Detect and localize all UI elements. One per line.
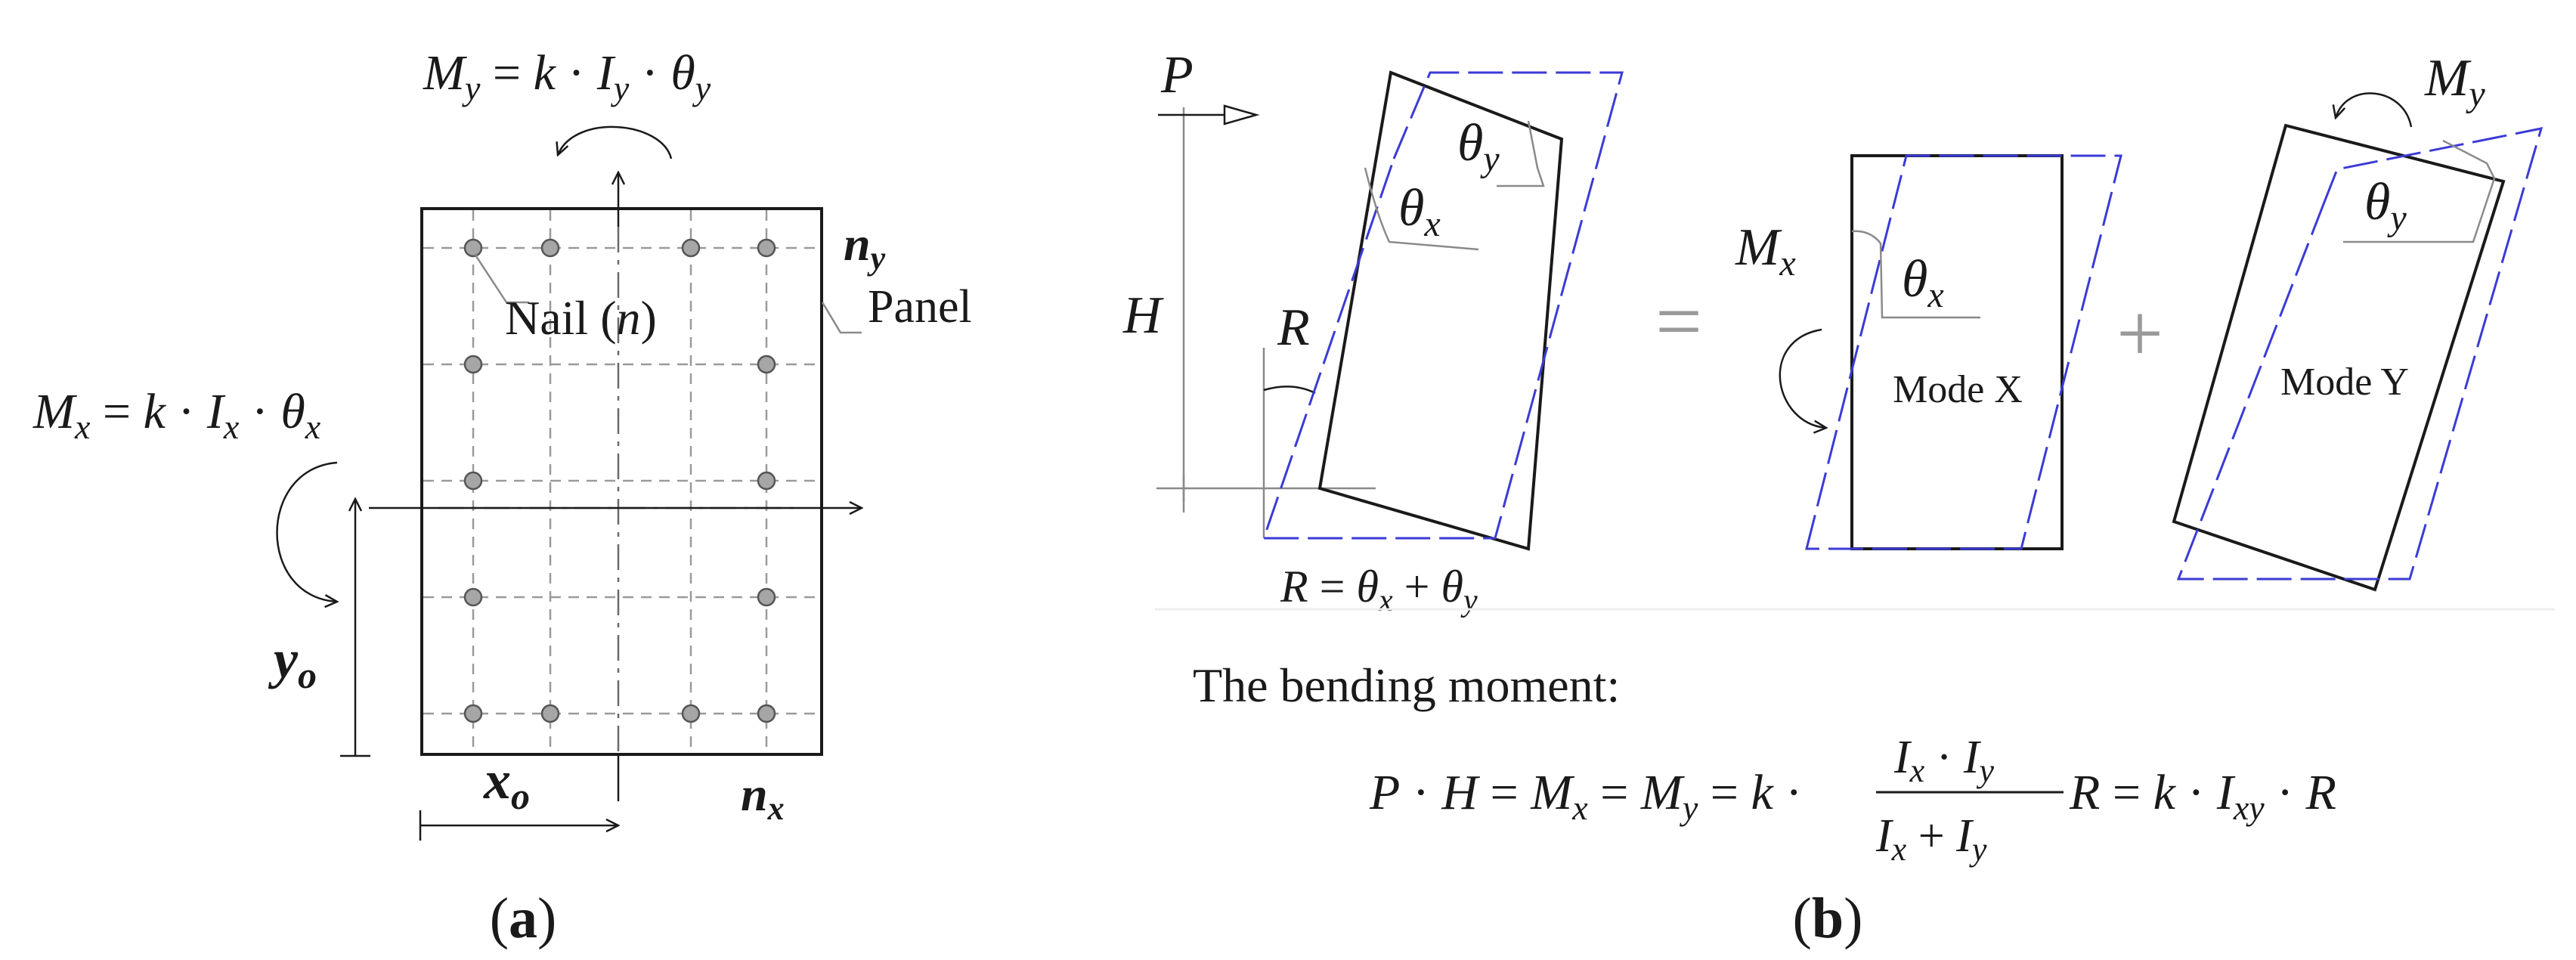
svg-text:P · H = Mx = My = k ·: P · H = Mx = My = k · <box>1369 765 1802 827</box>
mode-x-blue-dashed <box>1805 154 2122 550</box>
xo-label: xo <box>483 750 530 817</box>
nail <box>757 355 776 374</box>
nails <box>463 238 776 723</box>
mode-y-wall <box>2172 123 2506 592</box>
nail <box>463 238 483 258</box>
nail <box>463 587 483 607</box>
r-angle-arc <box>1263 386 1316 395</box>
mode-y-blue-dashed <box>2176 127 2543 581</box>
mode-y-my-label: My <box>2424 49 2485 114</box>
panel-leader-line <box>821 302 862 334</box>
caption-b: (b) <box>1793 887 1863 950</box>
nail <box>540 704 560 723</box>
caption-a: (a) <box>490 887 557 950</box>
final-equation: P · H = Mx = My = k · Ix · Iy Ix + Iy R … <box>1369 732 2336 868</box>
my-moment-arrow <box>558 125 673 159</box>
mode-x-mx-arrow <box>1779 328 1826 428</box>
nail <box>463 355 483 374</box>
theta-y-leader <box>1497 120 1545 187</box>
mode-x-label: Mode X <box>1893 368 2023 411</box>
r-label: R <box>1277 299 1310 357</box>
theta-x-arc <box>1364 167 1479 251</box>
nail <box>540 238 560 258</box>
panel-b: P H R θy θx R = θx + θy = Mx θx Mode X +… <box>1122 46 2555 950</box>
svg-text:Ix · Iy: Ix · Iy <box>1893 732 1995 789</box>
deformed-wall-blue-dashed <box>1262 71 1624 540</box>
mode-y-theta-label: θy <box>2364 173 2407 238</box>
deformed-wall-outline <box>1317 70 1564 551</box>
plus-sign: + <box>2116 287 2163 379</box>
h-label: H <box>1122 286 1164 345</box>
mode-x-mx-label: Mx <box>1735 218 1796 283</box>
mode-y-my-arrow <box>2336 92 2413 128</box>
nail <box>463 471 483 491</box>
mode-y-label: Mode Y <box>2280 361 2409 404</box>
equals-sign: = <box>1655 275 1702 367</box>
mode-x-theta-arc <box>1851 230 1980 319</box>
theta-x-label-combined: θx <box>1398 179 1441 244</box>
svg-text:Ix + Iy: Ix + Iy <box>1875 810 1987 868</box>
nail-leader-line <box>473 253 529 304</box>
mode-x-theta-label: θx <box>1902 250 1944 315</box>
p-label: P <box>1160 46 1194 104</box>
nx-label: nx <box>741 767 785 827</box>
mode-x-wall <box>1850 154 2064 550</box>
nail-label: Nail (n) <box>505 291 657 345</box>
p-load-arrowhead <box>1223 104 1260 125</box>
nail <box>681 238 701 258</box>
nail <box>681 704 701 723</box>
nail <box>757 587 776 607</box>
svg-text:R = k · Ixy · R: R = k · Ixy · R <box>2069 765 2336 827</box>
nail <box>757 704 776 723</box>
bending-moment-text: The bending moment: <box>1193 658 1620 712</box>
panel-a: My = k · Iy · θy Mx = k · Ix · θx Nail (… <box>33 45 972 950</box>
theta-y-label-combined: θy <box>1457 114 1500 179</box>
panel-label: Panel <box>868 281 972 333</box>
mode-y-theta-leader <box>2343 139 2496 243</box>
nail <box>757 471 776 491</box>
mx-equation: Mx = k · Ix · θx <box>33 384 321 446</box>
mx-moment-arrow <box>276 461 338 602</box>
ny-label: ny <box>844 217 886 277</box>
yo-label: yo <box>268 629 317 696</box>
nail <box>757 238 776 258</box>
nail-grid-lines <box>423 210 820 753</box>
nail <box>463 704 483 723</box>
my-equation: My = k · Iy · θy <box>423 45 711 107</box>
wall-panel <box>420 207 823 756</box>
